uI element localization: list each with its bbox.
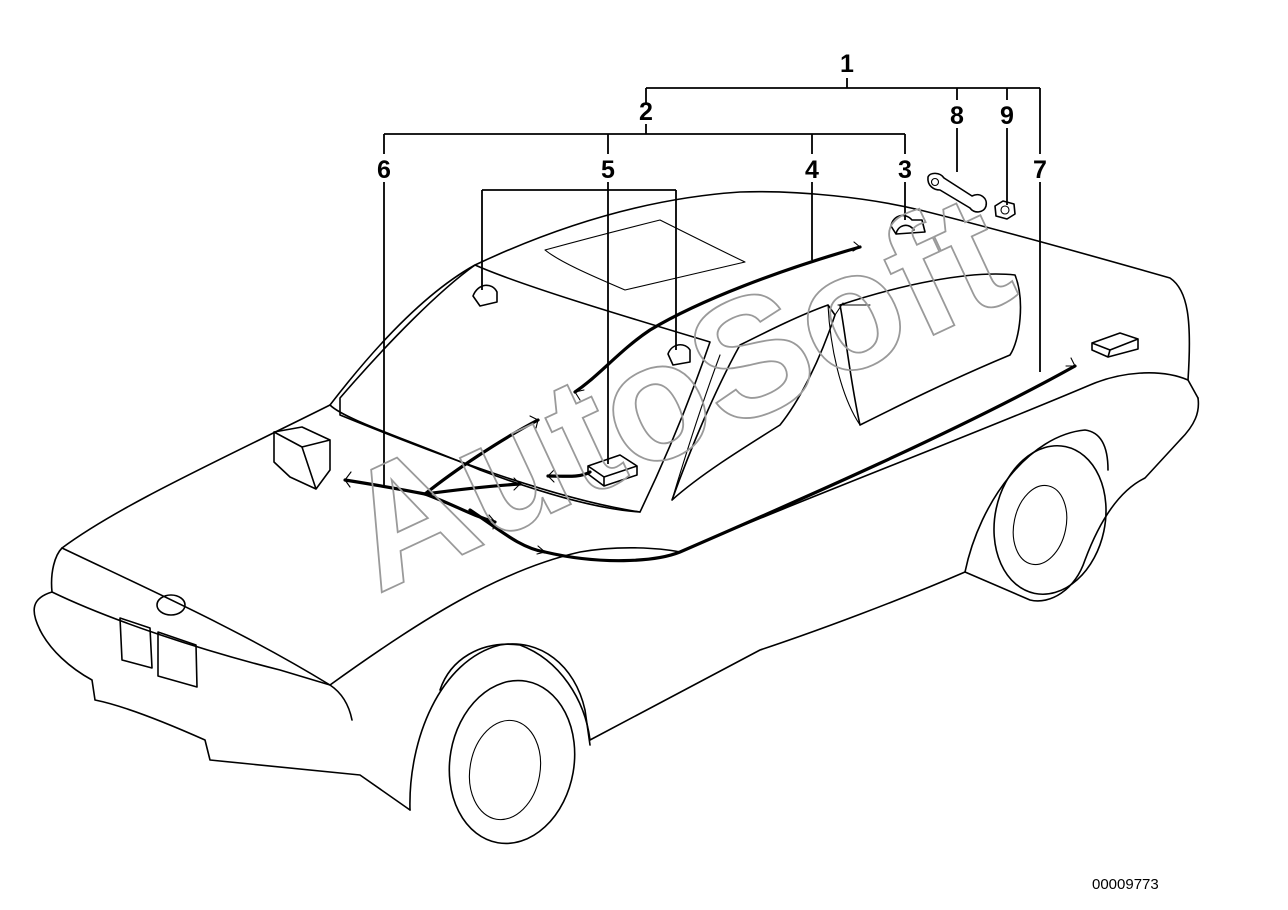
rear-hubcap bbox=[1012, 484, 1068, 566]
callout-5: 5 bbox=[601, 156, 615, 184]
hood-badge bbox=[156, 594, 186, 616]
car-rear bbox=[964, 397, 1200, 602]
grille-right bbox=[157, 631, 198, 688]
callout-4: 4 bbox=[805, 156, 819, 184]
harness-control-unit bbox=[546, 470, 592, 478]
front-wheel-arch bbox=[409, 643, 591, 811]
a-pillar bbox=[329, 404, 641, 513]
rear-wheel-arch bbox=[964, 429, 1109, 573]
callout-1: 1 bbox=[840, 50, 854, 78]
front-hubcap bbox=[468, 719, 542, 821]
car-roofline bbox=[329, 190, 1199, 406]
door-seam bbox=[671, 304, 871, 501]
front-interior-lamp bbox=[472, 284, 498, 307]
rear-sensor-box bbox=[1091, 332, 1139, 358]
windshield bbox=[339, 264, 711, 513]
front-door-window bbox=[671, 304, 836, 501]
callout-9: 9 bbox=[1000, 102, 1014, 130]
callout-2: 2 bbox=[639, 98, 653, 126]
car-body bbox=[33, 190, 1200, 845]
leader-1 bbox=[645, 78, 1041, 154]
callout-3: 3 bbox=[898, 156, 912, 184]
sunroof bbox=[544, 219, 746, 291]
part-8-hole bbox=[930, 177, 940, 187]
hood-cutline bbox=[329, 547, 681, 686]
part-9-nut bbox=[994, 200, 1016, 220]
leader-5 bbox=[481, 182, 677, 464]
part-9-hole bbox=[1000, 205, 1010, 215]
document-number: 00009773 bbox=[1092, 876, 1159, 893]
leader-lines bbox=[383, 78, 1041, 486]
hood-front-edge bbox=[61, 547, 331, 686]
wire-fork bbox=[344, 241, 1076, 555]
callout-labels: 1 2 3 4 5 6 7 8 9 bbox=[377, 50, 1047, 184]
rear-wheel bbox=[993, 444, 1107, 596]
harness-branch-mid bbox=[423, 482, 522, 496]
leader-2 bbox=[383, 124, 906, 154]
wiring-harness bbox=[343, 241, 1077, 563]
harness-branch-side bbox=[468, 364, 1077, 563]
components bbox=[273, 172, 1139, 490]
grille-left bbox=[119, 617, 153, 669]
front-wheel bbox=[448, 679, 576, 845]
car-sill bbox=[439, 571, 966, 741]
part-8-bracket bbox=[927, 172, 988, 213]
front-sensor-box bbox=[273, 426, 331, 490]
callout-6: 6 bbox=[377, 156, 391, 184]
callout-8: 8 bbox=[950, 102, 964, 130]
part-3-lamp bbox=[890, 214, 926, 235]
callout-7: 7 bbox=[1033, 156, 1047, 184]
front-bumper bbox=[51, 591, 353, 721]
harness-roof bbox=[573, 245, 862, 394]
rear-door-window bbox=[839, 273, 1022, 426]
harness-branch-up bbox=[423, 418, 540, 496]
front-lower-body bbox=[39, 629, 411, 811]
rear-interior-lamp bbox=[667, 344, 691, 366]
